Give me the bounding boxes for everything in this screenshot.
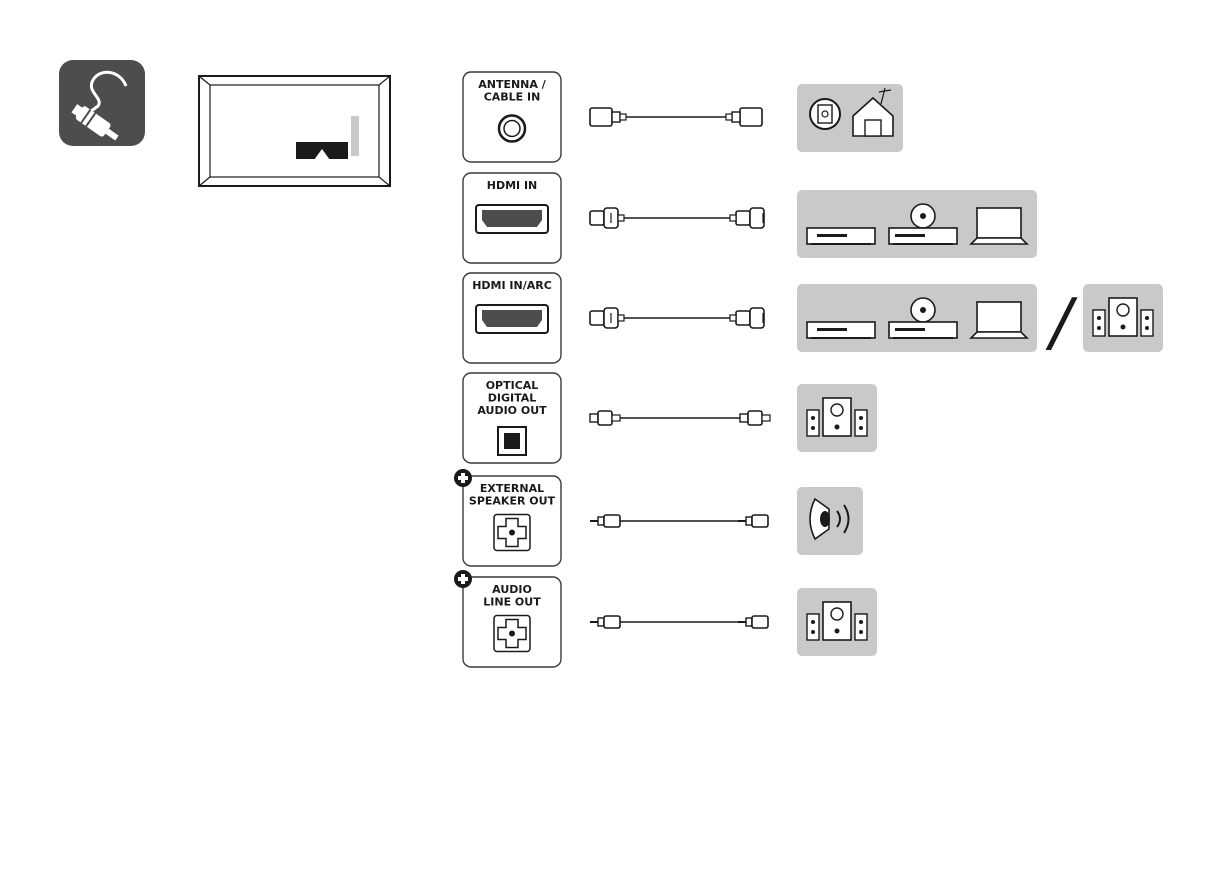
- port-label: EXTERNAL: [480, 482, 544, 495]
- cable-connection-icon: [59, 60, 145, 146]
- set-top-box-icon: [807, 322, 875, 338]
- port-label: SPEAKER OUT: [469, 495, 556, 508]
- audio-jack-cable: [590, 515, 768, 527]
- port-label: DIGITAL: [488, 392, 537, 405]
- optional-plus-icon: [454, 570, 472, 588]
- port-label: OPTICAL: [486, 379, 539, 392]
- hdmi-port-icon: [476, 205, 548, 233]
- connection-row: HDMI IN: [463, 173, 1037, 263]
- port-panel: HDMI IN/ARC: [463, 273, 561, 363]
- optical-cable: [590, 411, 770, 425]
- laptop-icon: [971, 208, 1027, 244]
- wall-antenna-outlet-icon: [810, 99, 840, 129]
- device-panel: [797, 84, 903, 152]
- audio-jack-port-icon: [494, 616, 530, 652]
- or-separator: /: [1045, 286, 1078, 360]
- hdmi-port-icon: [476, 305, 548, 333]
- port-panel: ANTENNA /CABLE IN: [463, 72, 561, 162]
- tv-rear-panel-icon: [199, 76, 390, 186]
- device-panel: [797, 487, 863, 555]
- audio-jack-cable: [590, 616, 768, 628]
- coaxial-port-icon: [499, 116, 525, 142]
- set-top-box-icon: [807, 228, 875, 244]
- port-panel: HDMI IN: [463, 173, 561, 263]
- device-panel: [797, 384, 877, 452]
- hdmi-cable: [590, 308, 764, 328]
- port-label: AUDIO: [492, 583, 532, 596]
- device-panel: [797, 190, 1037, 258]
- hdmi-cable: [590, 208, 764, 228]
- audio-jack-port-icon: [494, 515, 530, 551]
- port-label: LINE OUT: [483, 596, 541, 609]
- alt-device-panel: [1083, 284, 1163, 352]
- connection-row: HDMI IN/ARC /: [463, 273, 1163, 363]
- laptop-icon: [971, 302, 1027, 338]
- port-label: AUDIO OUT: [477, 404, 547, 417]
- device-panel: [797, 588, 877, 656]
- optical-port-icon: [498, 427, 526, 455]
- port-label: ANTENNA /: [478, 78, 546, 91]
- connection-row: ANTENNA /CABLE IN: [463, 72, 903, 162]
- port-label: HDMI IN/ARC: [472, 279, 552, 292]
- device-panel: [797, 284, 1037, 352]
- port-label: HDMI IN: [487, 179, 538, 192]
- optional-plus-icon: [454, 469, 472, 487]
- coaxial-cable: [590, 108, 762, 126]
- port-label: CABLE IN: [484, 91, 541, 104]
